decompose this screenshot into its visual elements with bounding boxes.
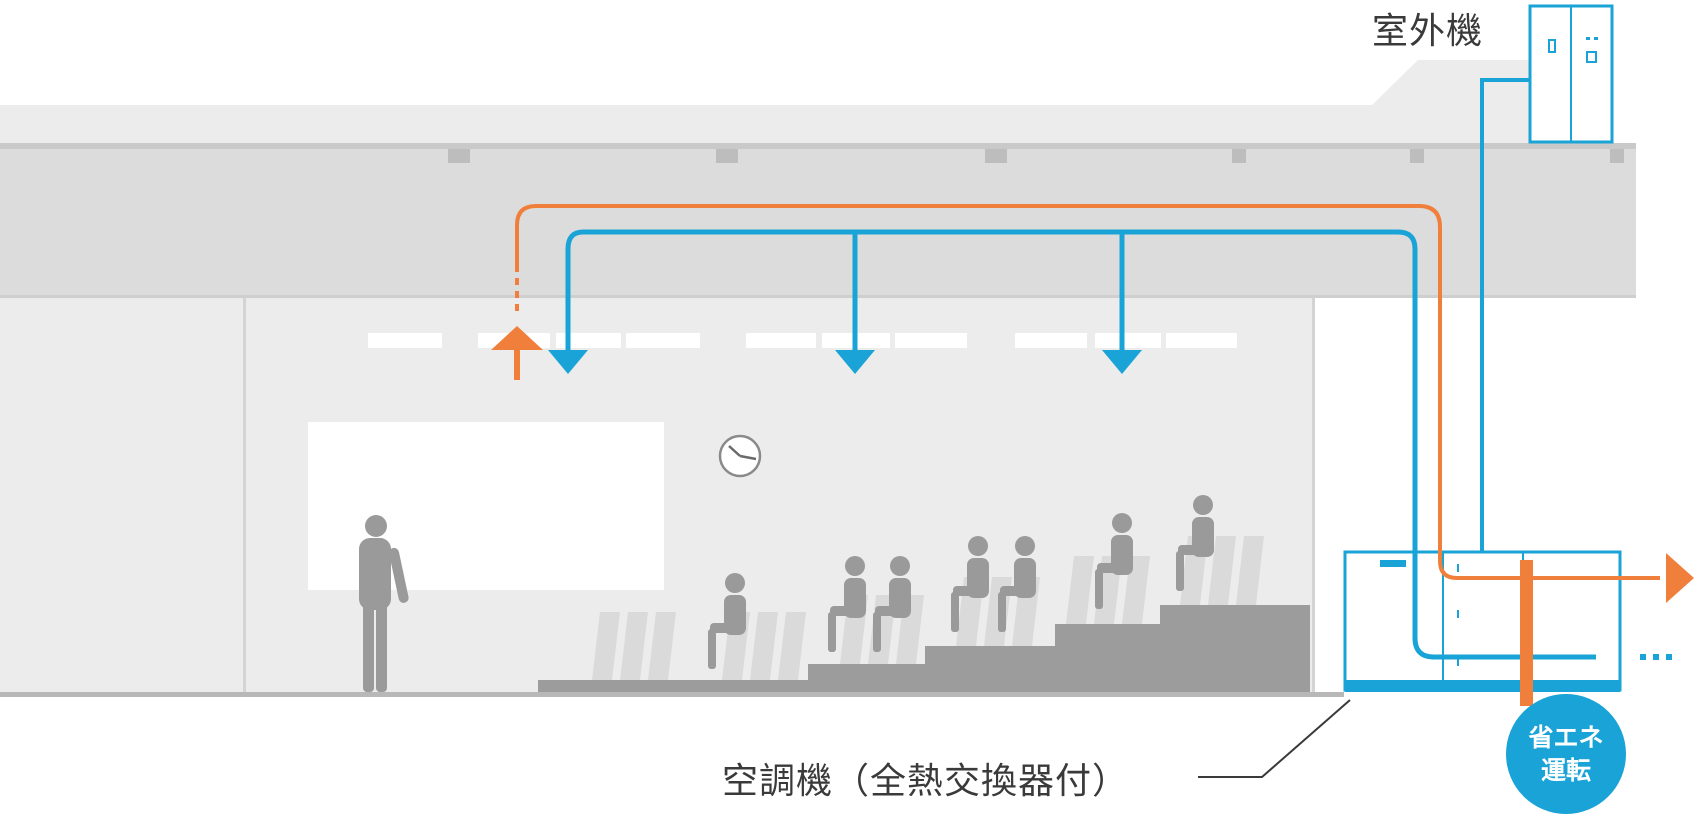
supply-air-arrows bbox=[548, 350, 1142, 374]
seating-platform bbox=[538, 605, 1310, 692]
exhaust-air-dashes bbox=[515, 278, 519, 311]
person-silhouette-icon bbox=[708, 495, 1214, 669]
exhaust-air-duct bbox=[515, 204, 1660, 580]
ceiling-slab-line bbox=[0, 143, 1636, 149]
ceiling-plenum bbox=[0, 145, 1636, 297]
air-handler-leader-line bbox=[1198, 699, 1351, 778]
clock-icon bbox=[718, 434, 762, 478]
floor-line bbox=[0, 692, 1344, 697]
supply-air-outlet-dots bbox=[1640, 654, 1672, 660]
energy-saving-badge-line2: 運転 bbox=[1540, 756, 1591, 785]
return-air-arrow bbox=[491, 326, 543, 380]
air-handler-icon bbox=[1343, 550, 1622, 692]
ceiling-lights bbox=[368, 333, 1237, 348]
exhaust-air-outlet-arrow bbox=[1666, 553, 1694, 603]
air-handler-label: 空調機（全熱交換器付） bbox=[722, 761, 1130, 802]
presenter-silhouette-icon bbox=[359, 515, 409, 692]
supply-air-duct bbox=[565, 229, 1596, 660]
exhaust-air-riser bbox=[1520, 560, 1533, 706]
room-wall-divider-left bbox=[243, 298, 246, 694]
ceiling-hangers bbox=[448, 149, 1624, 163]
roof-band bbox=[0, 60, 1540, 145]
outdoor-unit-label: 室外機 bbox=[1372, 11, 1484, 52]
room-wall-divider-right bbox=[1312, 298, 1315, 694]
refrigerant-pipe bbox=[1480, 78, 1530, 552]
energy-saving-badge: 省エネ 運転 bbox=[1506, 694, 1626, 814]
energy-saving-badge-line1: 省エネ bbox=[1528, 723, 1604, 752]
ceiling-bottom-line bbox=[0, 295, 1636, 298]
outdoor-unit-icon bbox=[1528, 4, 1614, 144]
